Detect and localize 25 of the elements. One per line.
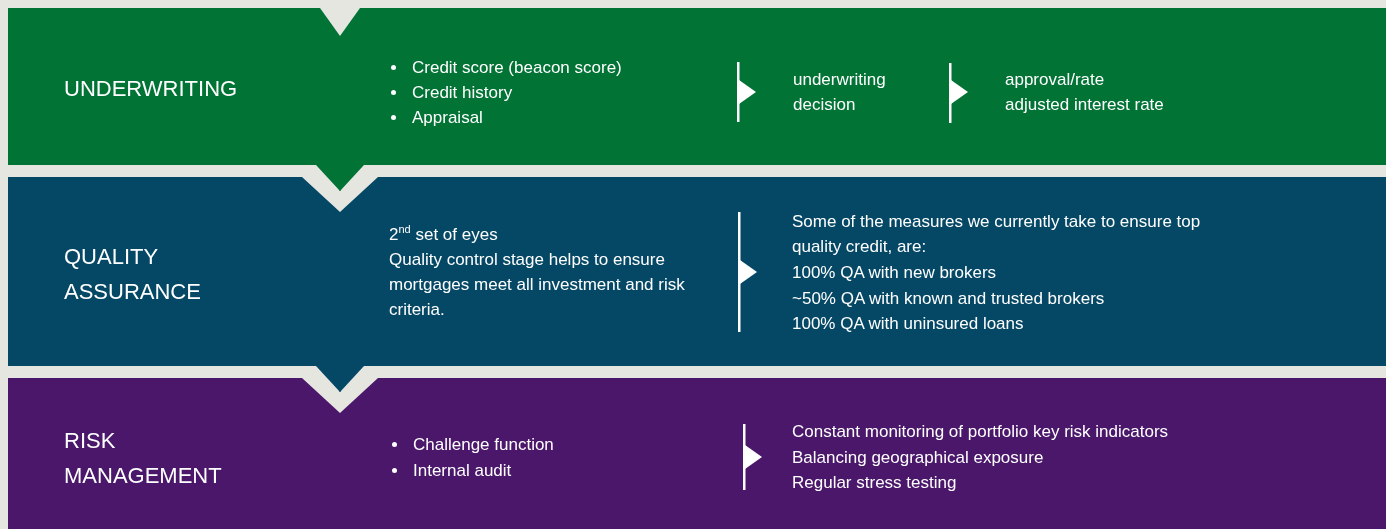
stage-title: QUALITY ASSURANCE [64, 242, 202, 306]
stage-text: Balancing geographical exposure [792, 446, 1045, 469]
process-band [8, 378, 1386, 529]
stage-text: Internal audit [413, 459, 513, 482]
process-band [8, 8, 1386, 165]
stage-title: UNDERWRITING [64, 74, 239, 103]
chevron-arrow [316, 365, 364, 393]
stage-text: Challenge function [413, 433, 555, 456]
stage-text: Constant monitoring of portfolio key risk indicators [792, 420, 1170, 443]
stage-text: approval/rate [1005, 68, 1106, 91]
stage-text: Credit score (beacon score) [412, 56, 623, 79]
stage-text: Regular stress testing [792, 471, 958, 494]
stage-text: Quality control stage helps to ensure mortgages meet all investment and risk criteria. [389, 248, 686, 321]
stage-text: Some of the measures we currently take to ensure top quality credit, are: [792, 210, 1202, 258]
stage-text: 100% QA with uninsured loans [792, 312, 1025, 335]
stage-text: 2$^{nd}$ set of eyes [389, 221, 499, 246]
stage-text: 100% QA with new brokers [792, 261, 998, 284]
stage-text: Credit history [412, 81, 514, 104]
stage-title: RISK MANAGEMENT [64, 426, 223, 490]
process-band [8, 177, 1386, 366]
chevron-arrow [316, 164, 364, 192]
stage-text: Appraisal [412, 106, 484, 129]
stage-text: ~50% QA with known and trusted brokers [792, 287, 1106, 310]
stage-text: underwriting decision [793, 68, 887, 116]
stage-text: adjusted interest rate [1005, 93, 1165, 116]
